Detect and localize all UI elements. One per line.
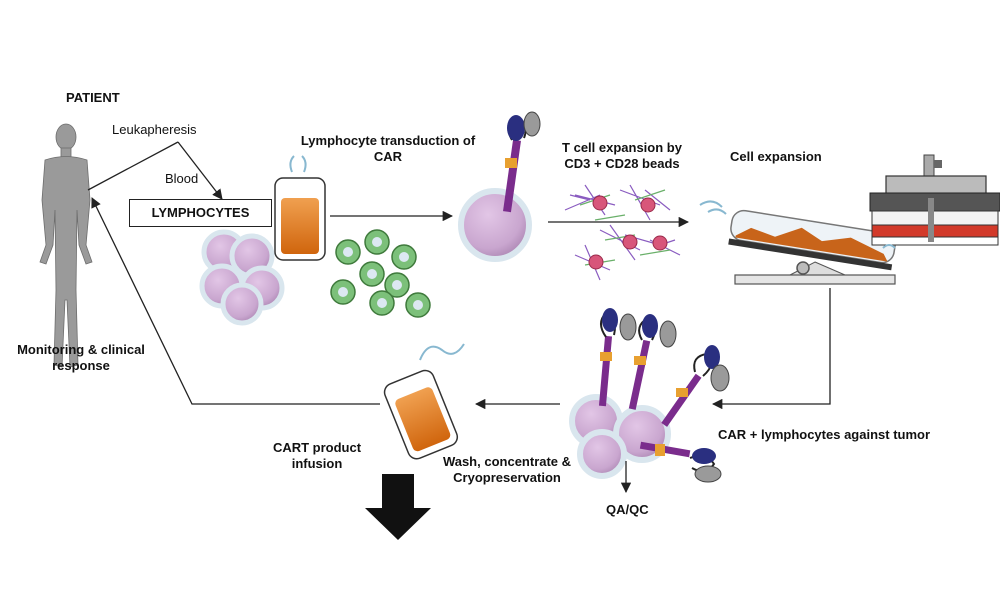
leukapheresis-label: Leukapheresis — [112, 122, 197, 137]
qa-qc-label: QA/QC — [606, 502, 649, 517]
cart-infusion-label: CART product infusion — [262, 440, 372, 472]
blood-bag-icon — [274, 155, 326, 261]
cart-infusion-label-line1: CART product — [272, 440, 362, 455]
arrow-to-patient — [91, 197, 380, 405]
monitoring-label-line2: response — [52, 358, 110, 373]
infusion-bag-icon — [383, 343, 465, 460]
lymphocytes-box: LYMPHOCYTES — [129, 199, 272, 227]
car-t-cell-icon — [458, 111, 541, 262]
human-silhouette-icon — [39, 123, 93, 368]
patient-label: PATIENT — [66, 90, 120, 105]
flow-connectors — [87, 141, 831, 494]
blood-label: Blood — [165, 171, 199, 186]
lymphocyte-cluster-icon — [199, 229, 285, 326]
bead-cluster-icon — [330, 229, 431, 318]
bead-expansion-icon — [564, 184, 681, 281]
expansion-beads-label-line1: T cell expansion by — [562, 140, 682, 155]
cell-expansion-label: Cell expansion — [730, 149, 822, 164]
arrow-to-car-lymphocytes — [711, 288, 831, 410]
expansion-beads-label-line2: CD3 + CD28 beads — [564, 156, 680, 171]
car-lymphocytes-label: CAR + lymphocytes against tumor — [718, 427, 931, 442]
transduction-label: Lymphocyte transduction of CAR — [288, 133, 488, 165]
rocking-bioreactor-icon — [699, 200, 896, 285]
car-t-cluster-icon — [569, 308, 730, 483]
monitoring-label: Monitoring & clinical response — [6, 342, 156, 374]
cell-bioreactor-icon — [869, 154, 1000, 249]
wash-label: Wash, concentrate & Cryopreservation — [432, 454, 582, 486]
expansion-beads-label: T cell expansion by CD3 + CD28 beads — [552, 140, 692, 172]
monitoring-label-line1: Monitoring & clinical — [17, 342, 145, 357]
cart-infusion-label-line2: infusion — [291, 456, 343, 471]
connector-patient-leukapheresis — [87, 141, 179, 191]
wash-label-line2: Cryopreservation — [453, 470, 561, 485]
wash-label-line1: Wash, concentrate & — [442, 454, 572, 469]
transduction-label-line2: CAR — [373, 149, 403, 164]
connector-blood-lymphocytes — [177, 141, 223, 200]
down-arrow-icon — [365, 474, 431, 540]
transduction-label-line1: Lymphocyte transduction of — [300, 133, 476, 148]
